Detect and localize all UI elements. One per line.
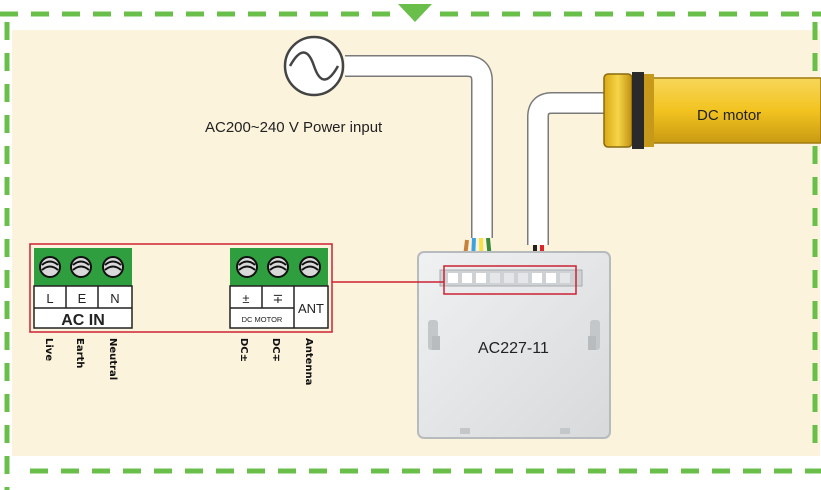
wire-label-live: Live	[43, 338, 54, 361]
ac-source-icon	[283, 35, 345, 97]
terminal-label-dc-plus: ±	[242, 291, 249, 306]
ant-label: ANT	[298, 301, 324, 316]
dc-motor	[603, 72, 821, 149]
terminal-block	[33, 248, 329, 329]
device-model-label: AC227-11	[478, 340, 549, 357]
wire-label-dc-minus: DC∓	[270, 338, 281, 362]
wire-label-neutral: Neutral	[107, 338, 118, 380]
wire-label-antenna: Antenna	[303, 338, 314, 385]
ac-in-label: AC IN	[61, 312, 105, 329]
terminal-label-dc-minus: ∓	[273, 291, 284, 306]
wire-label-earth: Earth	[74, 338, 85, 368]
terminal-label-e: E	[78, 291, 87, 306]
terminal-label-n: N	[110, 291, 119, 306]
motor-label: DC motor	[697, 107, 761, 124]
dc-motor-terminal-label: DC MOTOR	[242, 315, 283, 324]
callout-frames	[29, 243, 577, 333]
power-input-label: AC200~240 V Power input	[205, 119, 383, 136]
controller-device	[417, 251, 611, 439]
wire-label-dc-plus: DC±	[238, 338, 249, 362]
arrow-head-icon	[398, 4, 432, 22]
terminal-label-l: L	[46, 291, 53, 306]
